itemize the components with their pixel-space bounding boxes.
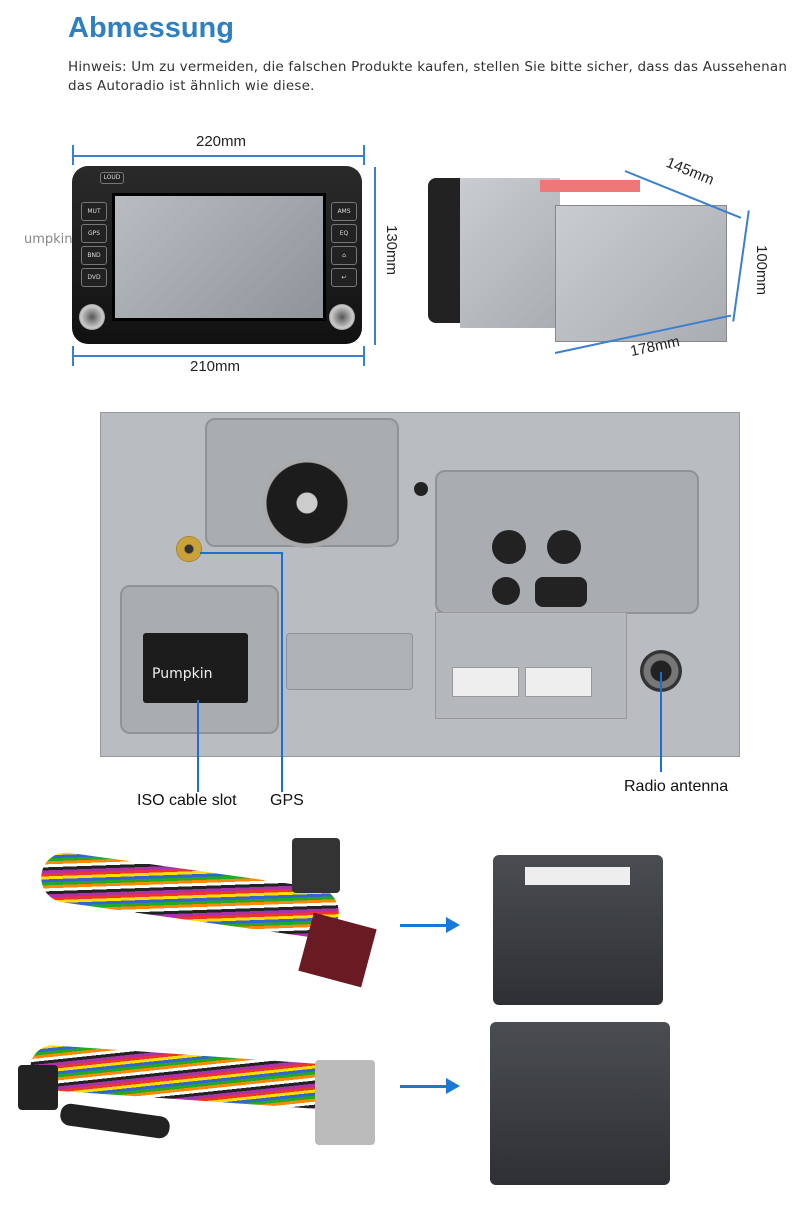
ams-button: AMS xyxy=(331,202,357,221)
dimension-line-side-height xyxy=(732,210,750,322)
pumpkin-logo: umpkin xyxy=(24,232,73,247)
dvd-button: DVD xyxy=(81,268,107,287)
dimension-line-top xyxy=(72,155,364,157)
iso-cable-slot-label: ISO cable slot xyxy=(137,792,237,809)
dimension-tick xyxy=(363,145,365,165)
page-title: Abmessung xyxy=(68,12,234,44)
harness-plug xyxy=(292,838,340,893)
connector-pins xyxy=(525,867,630,885)
arrow-right-icon xyxy=(400,1078,460,1094)
height-label: 130mm xyxy=(383,225,400,276)
width-bottom-label: 210mm xyxy=(190,358,241,375)
arrow-right-icon xyxy=(400,917,460,933)
socket xyxy=(535,577,587,607)
label-sticker xyxy=(540,180,640,192)
pointer-line-iso xyxy=(197,700,199,792)
gps-button: GPS xyxy=(81,224,107,243)
dimension-tick xyxy=(72,346,74,366)
harness-plug xyxy=(18,1065,58,1110)
car-connector-photo xyxy=(490,1022,670,1185)
home-button: ⌂ xyxy=(331,246,357,265)
radio-screen xyxy=(112,193,326,321)
mut-button: MUT xyxy=(81,202,107,221)
socket xyxy=(547,530,581,564)
pointer-line-gps xyxy=(200,552,282,554)
usb-area xyxy=(435,612,627,719)
dimension-line-height xyxy=(374,167,376,345)
dimension-tick xyxy=(72,145,74,165)
tune-knob xyxy=(329,304,355,330)
fan-grille xyxy=(262,458,352,548)
bnd-button: BND xyxy=(81,246,107,265)
width-top-label: 220mm xyxy=(196,133,247,150)
white-connector xyxy=(452,667,519,697)
socket xyxy=(492,530,526,564)
white-connector xyxy=(525,667,592,697)
pumpkin-logo: Pumpkin xyxy=(152,666,213,682)
dimension-tick xyxy=(363,346,365,366)
iso-connector xyxy=(143,633,248,703)
gps-connector xyxy=(176,536,202,562)
gps-label: GPS xyxy=(270,792,304,809)
blank-plate xyxy=(286,633,413,690)
radio-side xyxy=(460,178,560,328)
screw-hole xyxy=(414,482,428,496)
pointer-line-antenna xyxy=(660,672,662,772)
canbus-module xyxy=(59,1102,171,1140)
radio-antenna-label: Radio antenna xyxy=(624,778,729,795)
eq-button: EQ xyxy=(331,224,357,243)
depth-label: 145mm xyxy=(663,154,717,189)
note-text: Hinweis: Um zu vermeiden, die falschen P… xyxy=(68,59,788,94)
dimension-line-bottom xyxy=(72,355,364,357)
harness-plug xyxy=(315,1060,375,1145)
side-height-label: 100mm xyxy=(753,245,770,296)
volume-knob xyxy=(79,304,105,330)
wiring-harness-photo xyxy=(28,1043,352,1112)
pointer-line-gps xyxy=(281,552,283,792)
loud-button: LOUD xyxy=(100,172,124,184)
canbus-box xyxy=(298,912,377,988)
back-button: ↩ xyxy=(331,268,357,287)
radio-back xyxy=(555,205,727,342)
socket xyxy=(492,577,520,605)
